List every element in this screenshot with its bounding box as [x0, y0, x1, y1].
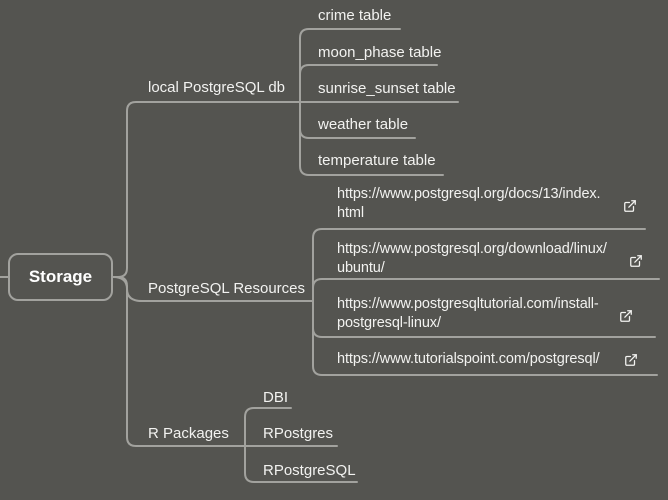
node-rpostgresql[interactable]: RPostgreSQL: [263, 462, 356, 479]
url-text-line: ubuntu/: [337, 260, 385, 276]
root-node-storage[interactable]: Storage: [8, 253, 113, 301]
link-dbi: [244, 407, 292, 447]
node-url-postgresql-download[interactable]: https://www.postgresql.org/download/linu…: [337, 240, 607, 278]
url-text-line: https://www.postgresql.org/download/linu…: [337, 241, 607, 257]
node-postgresql-resources[interactable]: PostgreSQL Resources: [148, 280, 306, 297]
link-temperature-table: [299, 101, 444, 176]
url-text-line: postgresql-linux/: [337, 315, 441, 331]
external-link-icon: [624, 200, 636, 212]
node-rpostgres[interactable]: RPostgres: [263, 425, 334, 442]
node-local-postgresql-db[interactable]: local PostgreSQL db: [148, 79, 286, 96]
link-url-tutorialspoint: [312, 300, 658, 376]
url-text-line: https://www.postgresql.org/docs/13/index…: [337, 186, 601, 202]
node-sunrise-sunset-table[interactable]: sunrise_sunset table: [318, 80, 456, 97]
link-branch-local-postgresql-db: [112, 101, 301, 278]
node-url-tutorialspoint[interactable]: https://www.tutorialspoint.com/postgresq…: [337, 350, 600, 369]
node-r-packages[interactable]: R Packages: [148, 425, 229, 442]
root-node-label: Storage: [28, 267, 93, 286]
external-link-icon: [625, 354, 637, 366]
link-branch-r-packages: [112, 276, 246, 447]
link-moon-phase-table: [299, 64, 438, 103]
link-url-postgresql-download: [312, 278, 660, 302]
node-temperature-table[interactable]: temperature table: [318, 152, 436, 169]
node-url-postgresqltutorial[interactable]: https://www.postgresqltutorial.com/insta…: [337, 295, 599, 333]
link-crime-table: [299, 28, 401, 103]
url-text-line: https://www.tutorialspoint.com/postgresq…: [337, 351, 600, 367]
node-weather-table[interactable]: weather table: [318, 116, 409, 133]
node-url-postgresql-docs[interactable]: https://www.postgresql.org/docs/13/index…: [337, 185, 601, 223]
external-link-icon: [620, 310, 632, 322]
url-text-line: html: [337, 205, 364, 221]
external-link-icon: [630, 255, 642, 267]
link-rpostgresql: [244, 445, 358, 483]
link-url-postgresql-docs: [312, 228, 646, 302]
node-dbi[interactable]: DBI: [263, 389, 289, 406]
node-moon-phase-table[interactable]: moon_phase table: [318, 44, 442, 61]
node-crime-table[interactable]: crime table: [318, 7, 392, 24]
url-text-line: https://www.postgresqltutorial.com/insta…: [337, 296, 599, 312]
